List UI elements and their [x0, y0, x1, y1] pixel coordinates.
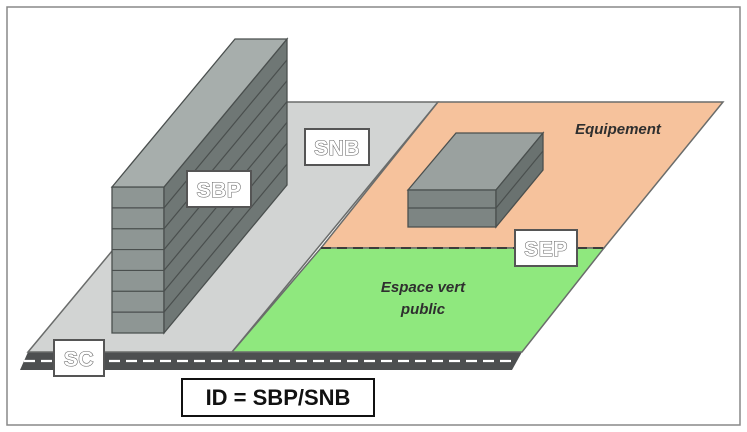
tower-floor-lines	[112, 59, 288, 313]
sc-label: SC	[53, 339, 105, 377]
density-formula: ID = SBP/SNB	[181, 378, 375, 417]
diagram-frame	[6, 6, 741, 426]
sbp-label: SBP	[186, 170, 252, 208]
density-formula-text: ID = SBP/SNB	[206, 385, 351, 410]
sep-label: SEP	[514, 229, 578, 267]
sc-label-text: SC	[64, 348, 94, 371]
tower-floor-line-side	[163, 142, 288, 292]
tower-floor-line-side	[163, 80, 288, 230]
snb-label-text: SNB	[314, 137, 360, 160]
green-space-label-line1: Espace vert	[381, 279, 466, 296]
sep-label-text: SEP	[524, 238, 568, 261]
tower-floor-line-side	[163, 163, 288, 313]
green-space-zone	[230, 247, 606, 353]
equipment-building	[406, 131, 545, 229]
green-space-label-line2: public	[400, 301, 446, 318]
snb-label: SNB	[304, 128, 370, 166]
equipement-zone-label: Equipement	[575, 121, 662, 138]
sbp-label-text: SBP	[197, 179, 242, 202]
tower-floor-line-side	[163, 59, 288, 209]
